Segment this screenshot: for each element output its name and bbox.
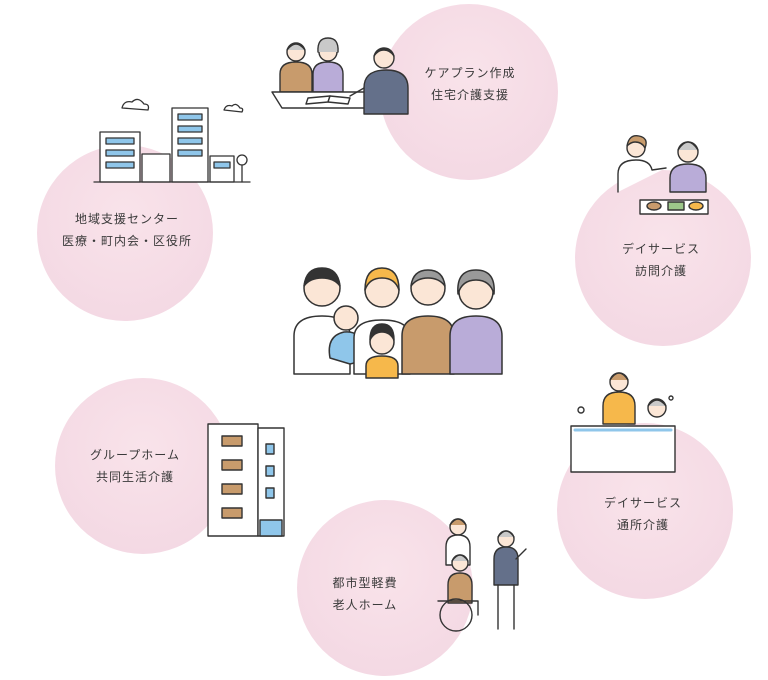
label-group-home-line2: 共同生活介護	[95, 470, 174, 484]
label-care-plan: ケアプラン作成 住宅介護支援	[410, 62, 530, 106]
bath-care-illustration	[567, 368, 682, 478]
label-day-visit: デイサービス 訪問介護	[601, 238, 721, 282]
label-day-commute: デイサービス 通所介護	[583, 492, 703, 536]
apartment-building-illustration	[206, 422, 286, 538]
family-illustration	[290, 262, 506, 380]
label-care-plan-line2: 住宅介護支援	[430, 88, 509, 102]
city-buildings-illustration	[92, 96, 252, 188]
wheelchair-walk-illustration	[430, 515, 530, 635]
label-urban-home-line1: 都市型軽費	[332, 576, 398, 590]
label-day-commute-line1: デイサービス	[603, 496, 682, 510]
bubble-group-home	[55, 378, 231, 554]
label-urban-home: 都市型軽費 老人ホーム	[310, 572, 420, 616]
label-regional-line1: 地域支援センター	[74, 212, 179, 226]
label-day-visit-line2: 訪問介護	[634, 264, 687, 278]
label-regional-line2: 医療・町内会・区役所	[61, 234, 192, 248]
meal-assistance-illustration	[612, 130, 722, 222]
label-urban-home-line2: 老人ホーム	[332, 598, 398, 612]
label-regional: 地域支援センター 医療・町内会・区役所	[52, 208, 202, 252]
label-day-commute-line2: 通所介護	[616, 518, 669, 532]
label-care-plan-line1: ケアプラン作成	[424, 66, 516, 80]
label-group-home-line1: グループホーム	[90, 448, 180, 462]
bubble-urban-home	[297, 500, 473, 676]
bubble-care-plan	[380, 4, 558, 180]
label-day-visit-line1: デイサービス	[621, 242, 700, 256]
label-group-home: グループホーム 共同生活介護	[75, 444, 195, 488]
care-plan-meeting-illustration	[268, 30, 413, 125]
